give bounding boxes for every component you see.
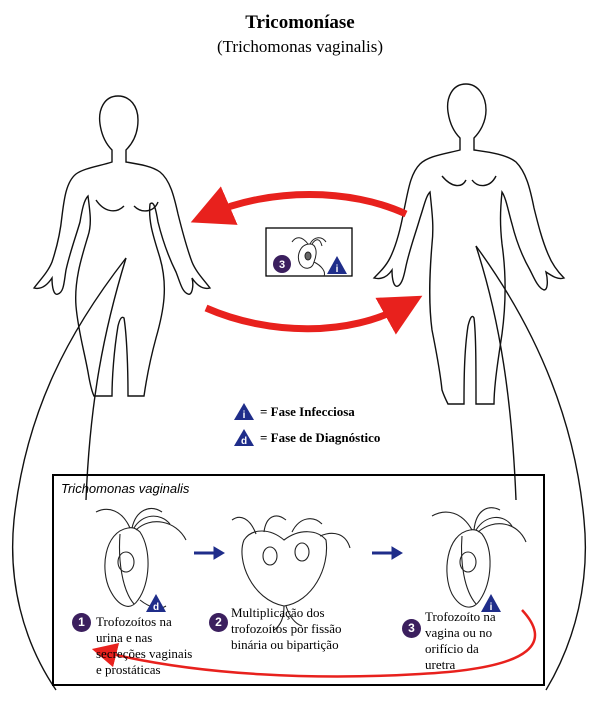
legend-diagnostic-triangle	[234, 429, 254, 446]
stage-3-phase-triangle	[481, 594, 501, 612]
transmission-arrow-top	[190, 186, 408, 225]
legend-infective-triangle	[234, 403, 254, 420]
legend-diagnostic-symbol: d	[241, 436, 247, 447]
cycle-return-arrow	[91, 609, 537, 678]
stage-3-caption-line: uretra	[425, 657, 456, 672]
diagram-subtitle: (Trichomonas vaginalis)	[216, 37, 384, 56]
stage-3-caption-line: vagina ou no	[425, 625, 493, 640]
stage-2-caption-line: binária ou bipartição	[231, 637, 339, 652]
male-figure	[372, 83, 566, 405]
stage-1-phase-triangle	[146, 594, 166, 612]
stage-3-caption-line: Trofozoíto na	[425, 609, 496, 624]
stage-2-caption: Multiplicação dos trofozoítos por fissão…	[231, 605, 341, 653]
stage-1-caption-line: secreções vaginais	[96, 646, 193, 661]
legend-infective: = Fase Infecciosa	[234, 402, 355, 422]
center-phase-letter: i	[336, 264, 339, 275]
female-figure	[32, 95, 212, 397]
center-phase-triangle	[327, 256, 347, 274]
legend-diagnostic: = Fase de Diagnóstico	[234, 428, 380, 448]
stage-3-caption-line: orifício da	[425, 641, 479, 656]
stage-2-caption-line: Multiplicação dos	[231, 605, 325, 620]
connector-lines	[11, 245, 587, 691]
stage-2-badge: 2	[209, 613, 228, 632]
stage-1-caption-line: e prostáticas	[96, 662, 161, 677]
stage-3-caption: Trofozoíto na vagina ou no orifício da u…	[425, 609, 496, 673]
legend-infective-label: = Fase Infecciosa	[260, 404, 355, 419]
diagram-title: Tricomoníase	[245, 12, 355, 33]
trophozoite-drawing-1	[95, 508, 187, 609]
stage-2-caption-line: trofozoítos por fissão	[231, 621, 342, 636]
transmission-arrow-bottom	[204, 295, 423, 335]
stage-3-badge: 3	[402, 619, 421, 638]
center-trophozoite-icon	[291, 237, 327, 277]
center-stage-badge	[273, 255, 291, 273]
stage-3-phase-letter: i	[490, 602, 493, 613]
inset-title: Trichomonas vaginalis	[61, 481, 190, 496]
center-stage-number: 3	[279, 259, 285, 271]
stage-1-phase-letter: d	[153, 602, 159, 613]
stage-1-caption: Trofozoítos na urina e nas secreções vag…	[96, 614, 192, 678]
legend-infective-symbol: i	[243, 410, 246, 421]
step-arrow-1	[194, 546, 225, 560]
stage-1-badge: 1	[72, 613, 91, 632]
legend-diagnostic-label: = Fase de Diagnóstico	[260, 430, 381, 445]
stage-1-caption-line: urina e nas	[96, 630, 153, 645]
trophozoite-drawing-3	[431, 507, 527, 608]
step-arrow-2	[372, 546, 403, 560]
trophozoite-drawing-2	[231, 515, 351, 631]
inset-panel	[52, 474, 545, 686]
stage-1-caption-line: Trofozoítos na	[96, 614, 172, 629]
